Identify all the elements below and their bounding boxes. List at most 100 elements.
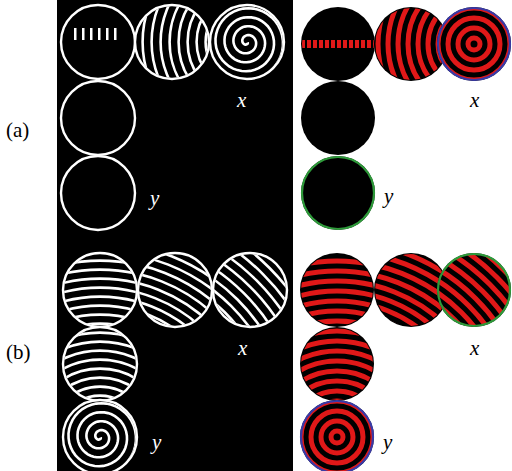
wave-front	[121, 221, 512, 471]
disc-outline	[63, 400, 137, 471]
wave-front	[41, 378, 160, 471]
wave-front	[301, 401, 373, 471]
wave-dash	[90, 28, 93, 40]
wave-dash	[301, 40, 305, 48]
disc-outline	[301, 401, 373, 471]
medium-disc	[61, 5, 135, 79]
wave-front	[206, 1, 289, 84]
wave-dash	[349, 40, 353, 48]
wave-front	[197, 0, 298, 92]
wave-front	[0, 243, 294, 471]
disc-outline	[213, 253, 287, 327]
medium-disc	[61, 156, 135, 230]
wave-front	[0, 306, 231, 471]
wave-front	[261, 361, 413, 471]
wave-front	[468, 38, 480, 50]
wave-front	[438, 8, 510, 80]
disc-outline	[438, 8, 510, 80]
wave-front	[188, 0, 307, 101]
wave-front	[448, 18, 500, 70]
wave-front	[0, 297, 240, 471]
wave-front	[301, 401, 373, 471]
wave-front	[131, 231, 512, 471]
wave-front	[0, 315, 222, 471]
wave-front	[0, 297, 240, 471]
wave-front	[388, 0, 512, 130]
wave-front	[141, 241, 512, 471]
wave-pattern	[368, 0, 512, 150]
axis-label: x	[470, 90, 479, 111]
wave-front	[0, 306, 231, 471]
wave-dash	[98, 28, 101, 40]
wave-front	[251, 351, 423, 471]
wave-front	[221, 321, 453, 471]
panel-label: (b)	[6, 342, 31, 363]
wave-front	[0, 333, 204, 471]
wave-front	[23, 360, 178, 471]
wave-front	[191, 291, 483, 471]
wave-front	[378, 0, 512, 140]
wave-dash	[307, 40, 311, 48]
wave-front	[170, 0, 325, 119]
wave-front	[0, 315, 222, 471]
wave-front	[398, 0, 512, 120]
wave-dash	[355, 40, 359, 48]
wave-front	[291, 391, 383, 471]
wave-front	[0, 288, 249, 471]
disc-outline	[302, 157, 374, 229]
disc-outline	[210, 5, 284, 79]
wave-front	[50, 387, 151, 471]
wave-pattern	[291, 391, 383, 471]
wave-front	[101, 201, 512, 471]
wave-pattern	[0, 189, 348, 471]
axis-label: y	[150, 188, 159, 209]
medium-disc	[61, 81, 135, 155]
wave-dash	[106, 28, 109, 40]
wave-front	[0, 207, 330, 471]
wave-front	[0, 216, 321, 471]
wave-dash	[82, 28, 85, 40]
wave-front	[231, 331, 443, 471]
medium-disc	[138, 253, 212, 327]
wave-front	[0, 315, 222, 471]
wave-dash	[313, 40, 317, 48]
wave-front	[201, 301, 473, 471]
wave-front	[201, 301, 473, 471]
wave-front	[251, 351, 423, 471]
wave-front	[368, 0, 512, 150]
disc-outline	[63, 327, 137, 401]
wave-dash	[114, 28, 117, 40]
wave-pattern	[301, 40, 377, 48]
disc-outline	[138, 253, 212, 327]
wave-front	[141, 241, 512, 471]
wave-pattern	[221, 321, 453, 471]
wave-front	[438, 8, 510, 80]
wave-front	[251, 351, 423, 471]
wave-front	[0, 198, 339, 471]
wave-dash	[337, 40, 341, 48]
wave-front	[231, 331, 443, 471]
wave-front	[301, 401, 373, 471]
wave-front	[231, 331, 443, 471]
axis-label: y	[383, 432, 392, 453]
wave-front	[0, 288, 249, 471]
wave-front	[281, 381, 393, 471]
wave-front	[111, 211, 512, 471]
axis-label: y	[152, 432, 161, 453]
wave-dash	[325, 40, 329, 48]
wave-front	[291, 391, 383, 471]
wave-front	[0, 297, 240, 471]
wave-front	[331, 431, 343, 443]
disc-outline	[438, 254, 510, 326]
wave-pattern	[91, 191, 512, 471]
wave-front	[458, 28, 490, 60]
wave-front	[291, 391, 383, 471]
wave-front	[0, 270, 267, 471]
wave-front	[241, 341, 433, 471]
axis-label: x	[237, 90, 246, 111]
medium-disc	[437, 7, 511, 81]
wave-front	[59, 396, 142, 471]
wave-dash	[74, 28, 77, 40]
wave-front	[191, 291, 483, 471]
